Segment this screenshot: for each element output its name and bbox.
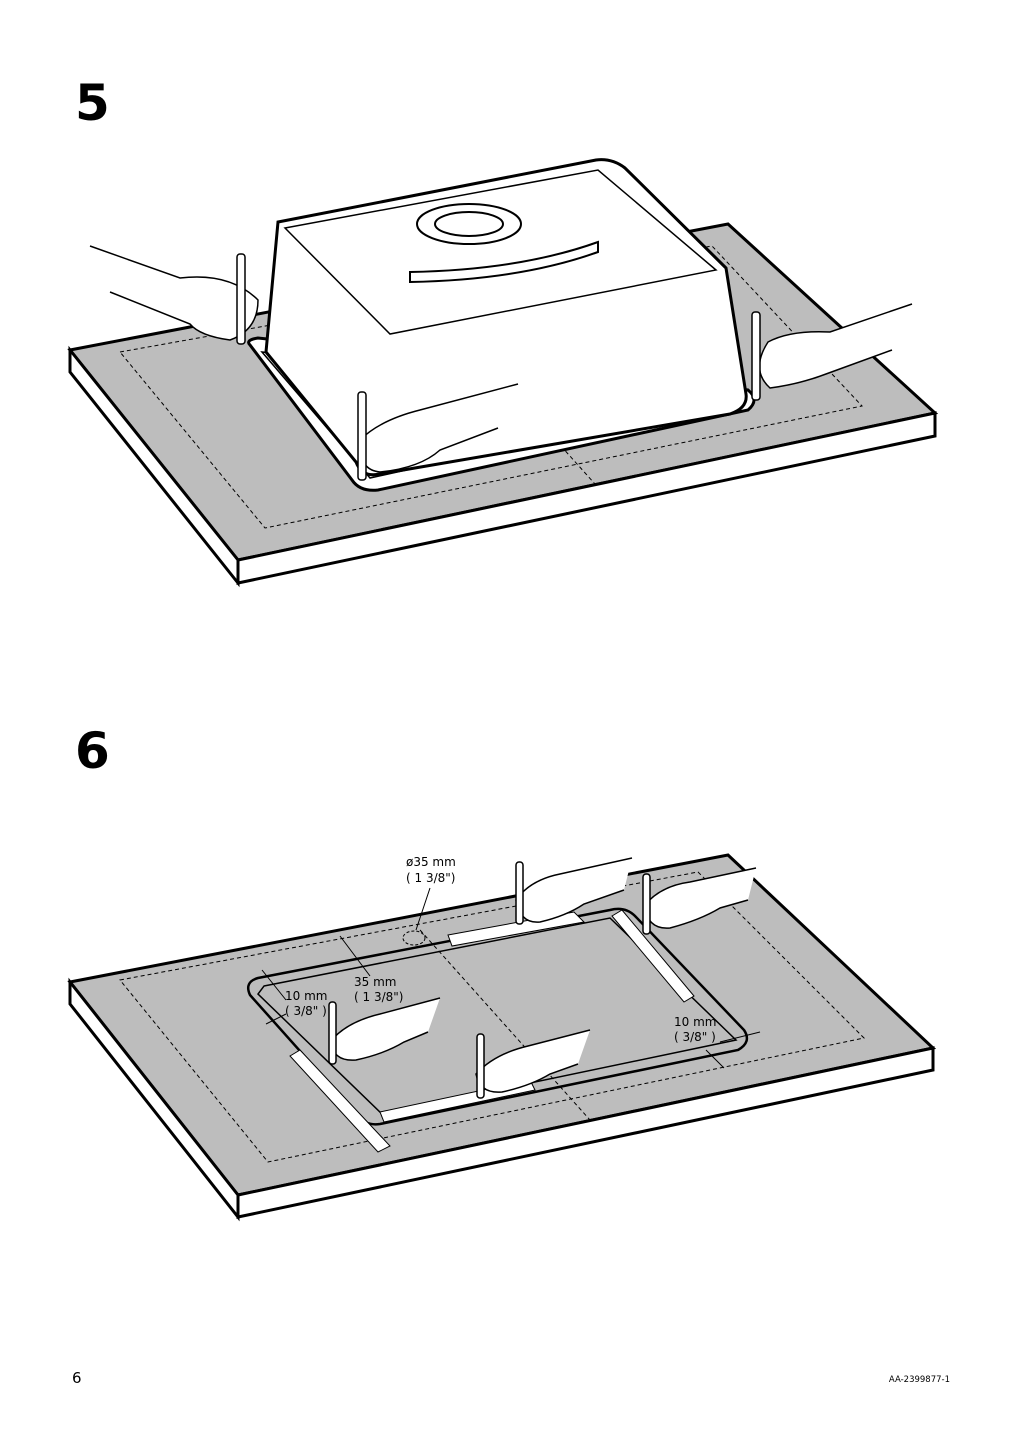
margin-left-imperial-label: ( 3/8" ) — [285, 1004, 327, 1018]
dimension-lines — [261, 887, 761, 1069]
sink-upside-down — [247, 158, 756, 492]
step-6-illustration: ø35 mm ( 1 3/8") 35 mm ( 1 3/8") 10 mm (… — [67, 853, 937, 1222]
hand-with-pencil-left — [89, 245, 259, 345]
hand-with-pencil-front — [357, 383, 519, 481]
hand-with-pencil-right — [751, 303, 913, 401]
hole-diameter-label: ø35 mm — [406, 855, 456, 869]
margin-left-label: 10 mm — [285, 989, 327, 1003]
page-number: 6 — [72, 1369, 82, 1387]
margin-right-label: 10 mm — [674, 1015, 716, 1029]
cutout-outline — [247, 907, 749, 1126]
hand-with-pencil — [328, 857, 757, 1099]
step-number-5: 5 — [75, 74, 110, 132]
margin-right-imperial-label: ( 3/8" ) — [674, 1030, 716, 1044]
document-code: AA-2399877-1 — [888, 1375, 950, 1385]
hole-diameter-imperial-label: ( 1 3/8") — [406, 871, 455, 885]
countertop-6 — [67, 853, 937, 1222]
edge-offset-imperial-label: ( 1 3/8") — [354, 990, 403, 1004]
step-5-illustration — [67, 158, 939, 588]
edge-offset-label: 35 mm — [354, 975, 396, 989]
step-number-6: 6 — [75, 722, 110, 780]
